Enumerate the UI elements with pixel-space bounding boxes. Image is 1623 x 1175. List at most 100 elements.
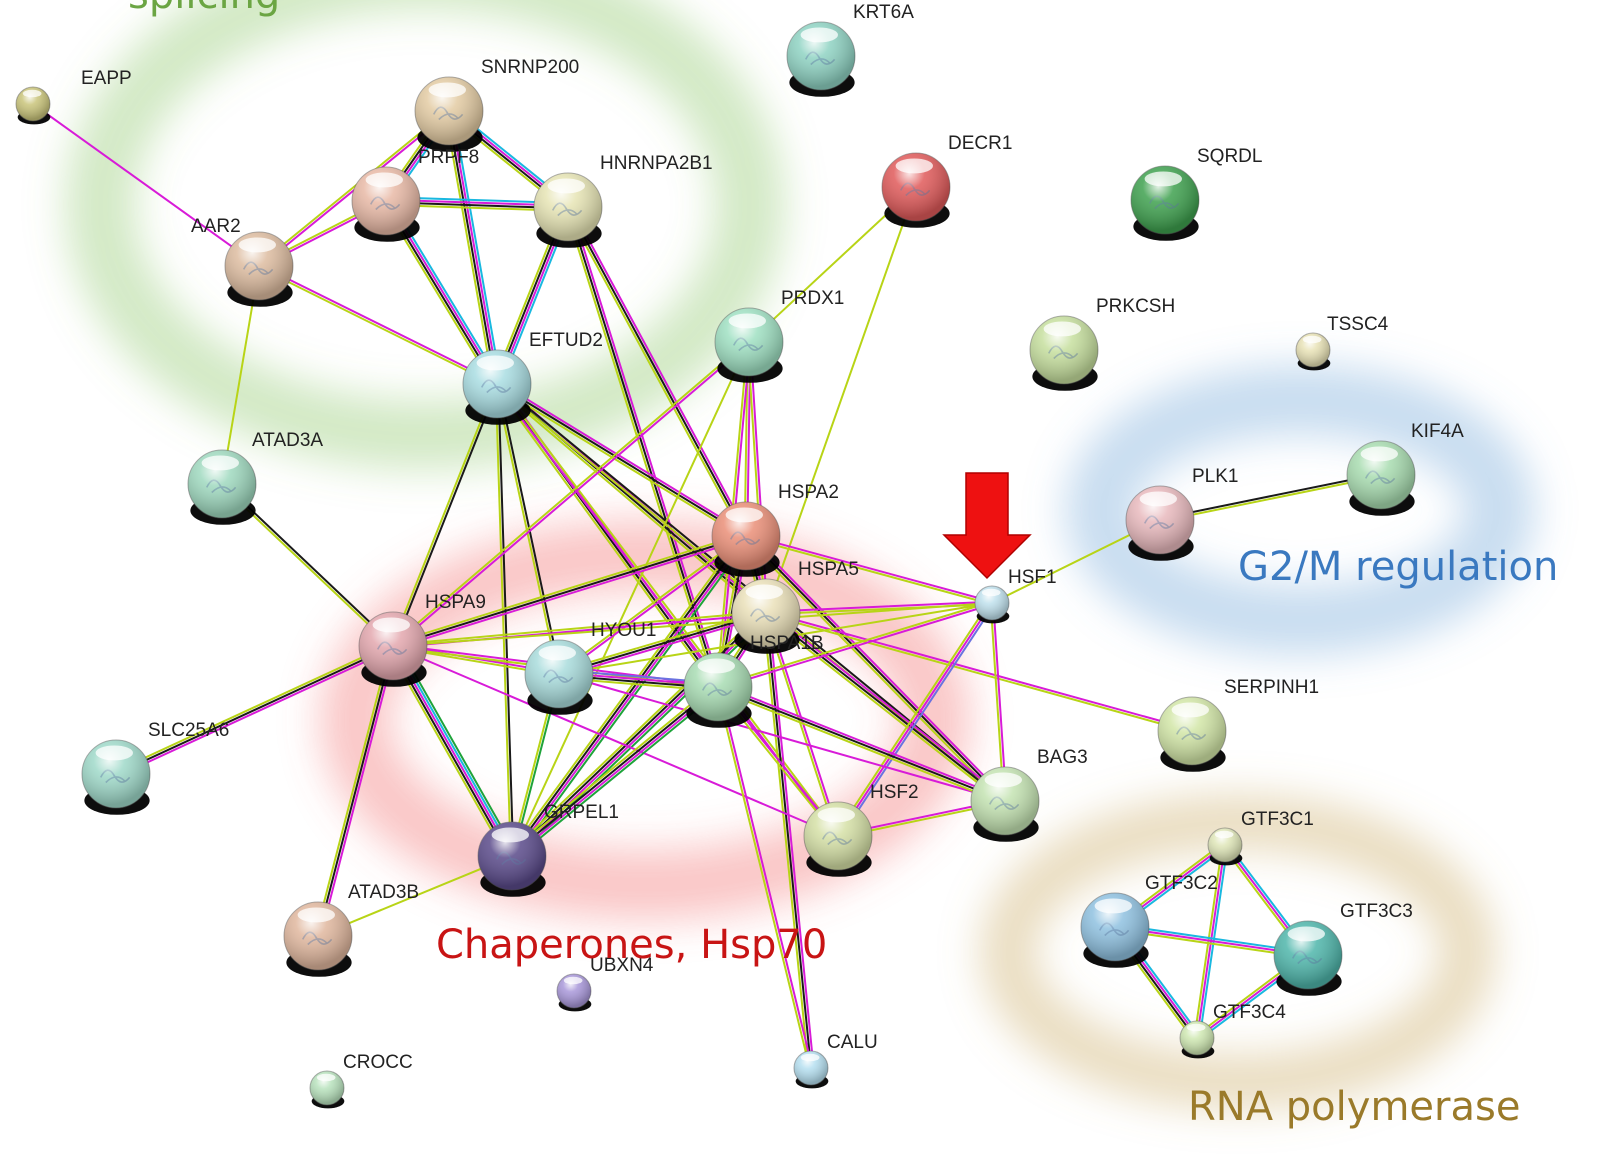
- node-label: HSPA9: [425, 592, 486, 613]
- edge-hsf1-hspa1b: [716, 600, 994, 690]
- node-calu[interactable]: CALU: [793, 1032, 878, 1089]
- rnapol-halo: [980, 794, 1496, 1110]
- edge-line-magenta: [558, 614, 768, 678]
- edge-eftud2-grpel1: [494, 382, 515, 858]
- edge-line-yellow: [257, 108, 450, 266]
- edge-line-yellow: [743, 536, 1005, 804]
- edge-line-black: [496, 383, 747, 537]
- edge-hspa5-hyou1: [557, 609, 768, 678]
- node-label: ATAD3B: [348, 882, 419, 903]
- cluster-label-rnapol: RNA polymerase: [1188, 1084, 1520, 1130]
- node-highlight: [1043, 321, 1082, 337]
- edge-line-yellow: [391, 340, 750, 647]
- edge-prdx1-hspa9: [391, 340, 751, 648]
- node-highlight: [547, 178, 585, 194]
- node-gtf3c4[interactable]: GTF3C4: [1179, 1002, 1286, 1059]
- edge-line-magenta: [449, 109, 500, 385]
- edge-line-black: [509, 534, 746, 857]
- node-label: SLC25A6: [148, 720, 229, 741]
- node-highlight: [981, 588, 1001, 597]
- node-kif4a[interactable]: KIF4A: [1346, 421, 1464, 516]
- node-decr1[interactable]: DECR1: [881, 133, 1012, 228]
- node-serpinh1[interactable]: SERPINH1: [1157, 677, 1319, 772]
- edge-line-magenta: [764, 600, 993, 613]
- edge-line-black: [510, 611, 767, 857]
- node-hnrnpa2b1[interactable]: HNRNPA2B1: [533, 153, 713, 248]
- edge-line-yellow: [834, 600, 991, 836]
- edge-plk1-kif4a: [1158, 472, 1383, 523]
- edge-line-magenta: [319, 645, 397, 938]
- node-highlight: [238, 237, 276, 253]
- node-highlight: [1287, 926, 1326, 942]
- edge-line-magenta: [32, 103, 260, 267]
- node-highlight: [1186, 1023, 1206, 1032]
- node-label: GTF3C2: [1145, 873, 1218, 894]
- node-tssc4[interactable]: TSSC4: [1295, 314, 1389, 371]
- node-label: TSSC4: [1327, 314, 1389, 335]
- edge-line-yellow: [557, 533, 747, 674]
- node-hsf1[interactable]: HSF1: [974, 567, 1057, 624]
- node-aar2[interactable]: AAR2: [191, 216, 294, 307]
- node-ubxn4[interactable]: UBXN4: [556, 955, 654, 1012]
- node-atad3a[interactable]: ATAD3A: [187, 430, 323, 525]
- edge-eftud2-hspa2: [494, 380, 749, 540]
- node-hspa5[interactable]: HSPA5: [731, 559, 859, 654]
- edge-line-magenta: [766, 609, 1008, 800]
- edge-line-yellow: [391, 532, 747, 645]
- node-plk1[interactable]: PLK1: [1125, 466, 1238, 561]
- node-highlight: [316, 1073, 336, 1082]
- edge-hsf1-hsf2: [834, 600, 996, 839]
- edge-hspa5-bag3: [763, 609, 1008, 805]
- edge-hspa2-hspa9: [391, 532, 748, 650]
- edge-line-yellow: [508, 609, 765, 855]
- node-label: PLK1: [1192, 466, 1238, 487]
- edge-eftud2-hspa9: [390, 382, 500, 648]
- node-label: SQRDL: [1197, 146, 1262, 167]
- node-label: KRT6A: [853, 2, 914, 23]
- node-highlight: [697, 658, 735, 674]
- edge-line-black: [765, 612, 812, 1069]
- edge-line-black: [745, 535, 1006, 802]
- node-grpel1[interactable]: GRPEL1: [477, 802, 619, 897]
- node-gtf3c3[interactable]: GTF3C3: [1273, 901, 1413, 996]
- node-label: HSPA5: [798, 559, 859, 580]
- node-hspa1b[interactable]: HSPA1B: [683, 633, 824, 728]
- node-krt6a[interactable]: KRT6A: [786, 2, 914, 97]
- node-prkcsh[interactable]: PRKCSH: [1029, 296, 1175, 391]
- node-label: HSF2: [870, 782, 919, 803]
- edge-line-yellow: [511, 341, 750, 857]
- node-eapp[interactable]: EAPP: [15, 68, 132, 125]
- node-highlight: [201, 455, 239, 471]
- node-bag3[interactable]: BAG3: [970, 747, 1088, 842]
- edge-line-magenta: [746, 533, 1008, 801]
- node-snrnp200[interactable]: SNRNP200: [414, 57, 579, 152]
- edge-line-magenta: [512, 535, 749, 858]
- edge-line-magenta: [558, 673, 1006, 802]
- node-slc25a6[interactable]: SLC25A6: [81, 720, 229, 815]
- node-atad3b[interactable]: ATAD3B: [283, 882, 419, 977]
- node-highlight: [365, 172, 403, 188]
- node-gtf3c1[interactable]: GTF3C1: [1207, 809, 1314, 866]
- node-hsf2[interactable]: HSF2: [803, 782, 919, 877]
- node-hspa9[interactable]: HSPA9: [358, 592, 486, 687]
- node-crocc[interactable]: CROCC: [309, 1052, 413, 1109]
- node-eftud2[interactable]: EFTUD2: [462, 330, 603, 425]
- edge-hyou1-bag3: [558, 673, 1006, 802]
- edge-line-black: [717, 686, 1006, 802]
- node-label: GTF3C4: [1213, 1002, 1286, 1023]
- node-highlight: [800, 27, 838, 43]
- edge-line-magenta: [258, 263, 499, 384]
- node-prdx1[interactable]: PRDX1: [714, 288, 844, 383]
- node-sqrdl[interactable]: SQRDL: [1130, 146, 1262, 241]
- node-label: CALU: [827, 1032, 878, 1053]
- node-hspa2[interactable]: HSPA2: [711, 482, 839, 577]
- node-gtf3c2[interactable]: GTF3C2: [1080, 873, 1218, 968]
- node-label: EFTUD2: [529, 330, 603, 351]
- node-hyou1[interactable]: HYOU1: [524, 620, 656, 715]
- edge-line-yellow: [564, 206, 717, 689]
- node-highlight: [725, 507, 763, 523]
- edge-line-black: [567, 206, 747, 537]
- node-prpf8[interactable]: PRPF8: [351, 147, 479, 242]
- node-highlight: [1171, 702, 1210, 718]
